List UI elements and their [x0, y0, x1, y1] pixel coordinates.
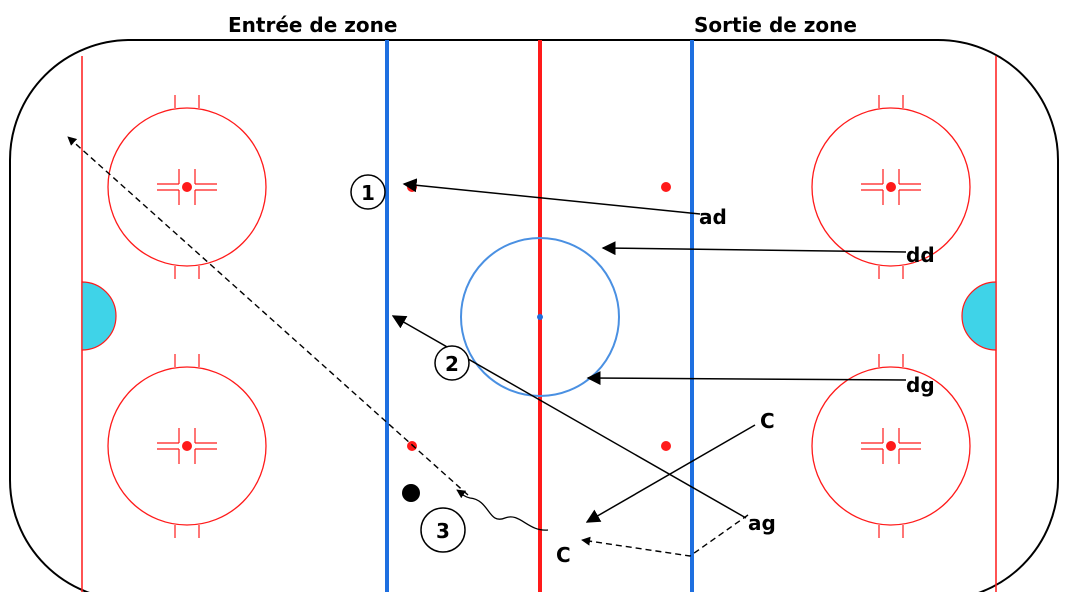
arrow-dd: [601, 241, 907, 256]
faceoff-circle-bottom-right: [811, 354, 971, 538]
faceoff-dot: [886, 182, 896, 192]
faceoff-marking: [157, 169, 180, 185]
faceoff-marking: [861, 169, 884, 185]
faceoff-circle-ring: [107, 107, 267, 267]
arrow-dg: [586, 371, 907, 386]
faceoff-marking: [898, 428, 921, 444]
faceoff-marking: [194, 428, 217, 444]
faceoff-circle-ring: [811, 107, 971, 267]
faceoff-marking: [157, 189, 180, 205]
faceoff-circle-bottom-left: [107, 354, 267, 538]
center-faceoff-dot: [537, 314, 543, 320]
neutral-dot: [661, 441, 671, 451]
dashed-pass-ag-to-c: [581, 514, 749, 557]
step-1-circle: [350, 174, 386, 210]
arrow-c: [585, 424, 756, 523]
faceoff-marking: [898, 169, 921, 185]
faceoff-dot: [182, 441, 192, 451]
entry-zone-title: Entrée de zone: [228, 13, 397, 37]
rink-boards: [9, 39, 1059, 592]
faceoff-marking: [157, 448, 180, 464]
neutral-dot: [661, 182, 671, 192]
faceoff-marking: [898, 189, 921, 205]
faceoff-marking: [861, 428, 884, 444]
center-faceoff-circle: [460, 237, 620, 397]
step-1-number: 1: [361, 181, 375, 205]
faceoff-circle-ring: [811, 366, 971, 526]
step-2-circle: [434, 345, 470, 381]
faceoff-marking: [194, 169, 217, 185]
neutral-dot: [407, 441, 417, 451]
player-label-dd: dd: [906, 243, 935, 267]
player-label-dg: dg: [906, 373, 935, 397]
step-3-circle: [420, 507, 466, 553]
puck: [402, 484, 420, 502]
faceoff-circle-top-left: [107, 95, 267, 279]
faceoff-marking: [898, 448, 921, 464]
faceoff-marking: [861, 189, 884, 205]
faceoff-dot: [182, 182, 192, 192]
arrow-ad: [402, 178, 701, 215]
exit-zone-title: Sortie de zone: [694, 13, 857, 37]
player-label-c-top: C: [760, 409, 775, 433]
step-3-number: 3: [436, 519, 450, 543]
player-label-ag: ag: [748, 511, 776, 535]
step-2-number: 2: [445, 352, 459, 376]
left-goal-crease: [81, 281, 117, 351]
faceoff-marking: [194, 189, 217, 205]
neutral-dot: [407, 182, 417, 192]
skating-path: [456, 489, 549, 531]
player-label-c-bottom: C: [556, 543, 571, 567]
player-label-ad: ad: [699, 205, 727, 229]
faceoff-marking: [194, 448, 217, 464]
faceoff-marking: [861, 448, 884, 464]
faceoff-circle-top-right: [811, 95, 971, 279]
faceoff-dot: [886, 441, 896, 451]
right-goal-crease: [961, 281, 997, 351]
faceoff-marking: [157, 428, 180, 444]
faceoff-circle-ring: [107, 366, 267, 526]
